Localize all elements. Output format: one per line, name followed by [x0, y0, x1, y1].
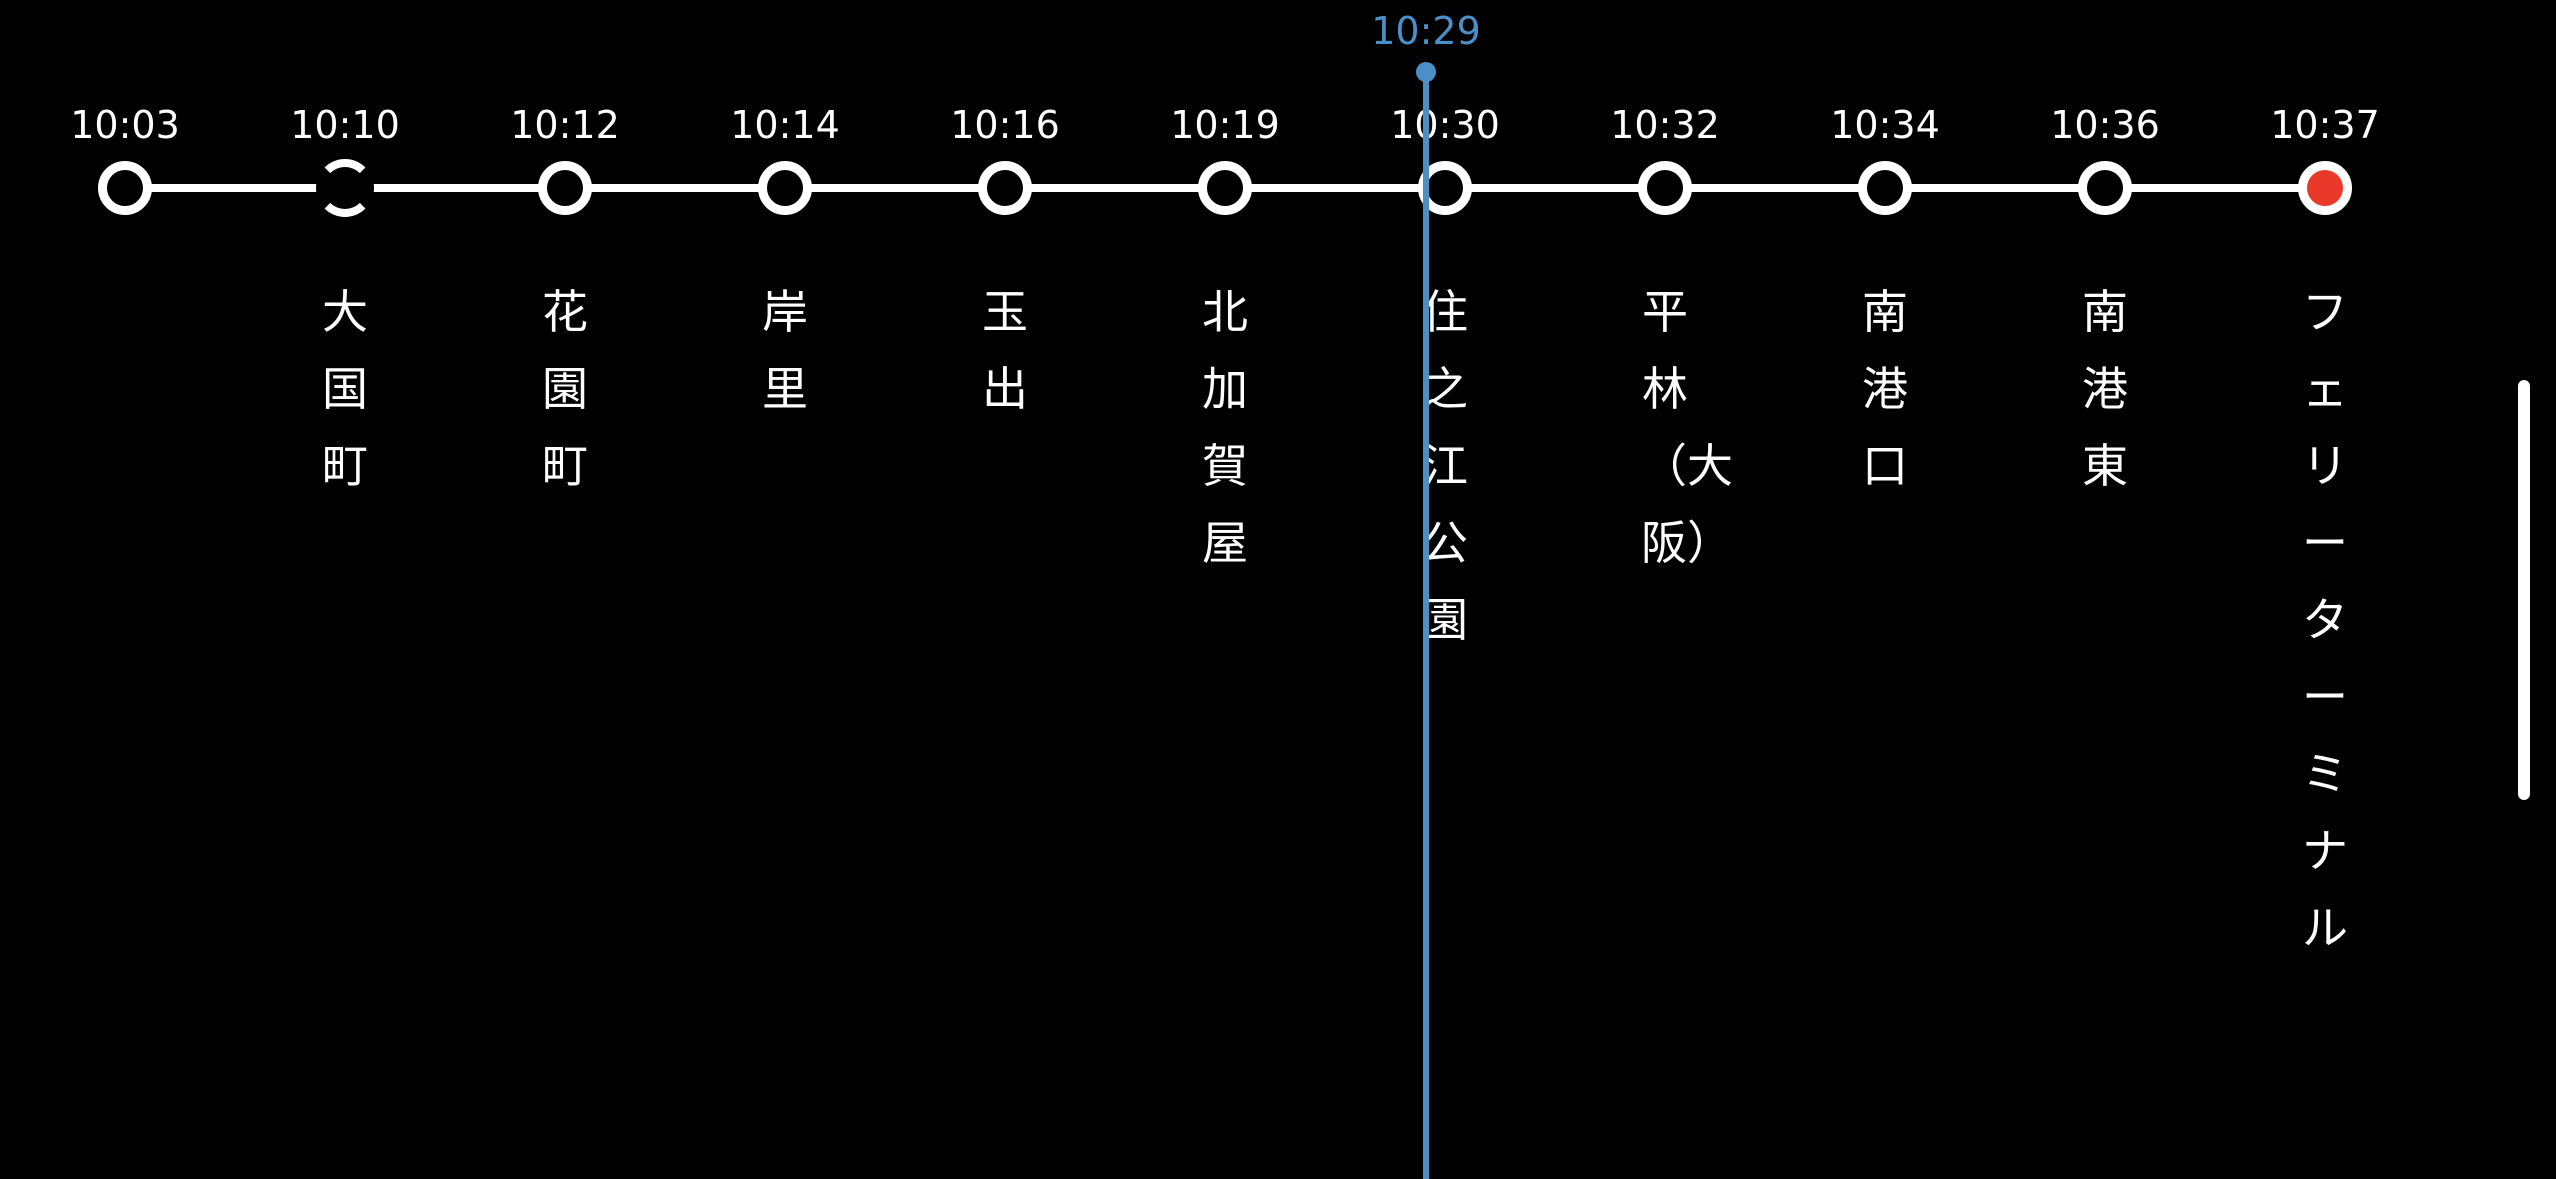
station-name: 南港東 [2082, 285, 2128, 493]
station-time: 10:12 [510, 103, 620, 147]
station-stop[interactable]: 10:03 [65, 0, 185, 1179]
station-time: 10:37 [2270, 103, 2380, 147]
station-time: 10:19 [1170, 103, 1280, 147]
station-time: 10:16 [950, 103, 1060, 147]
stop-marker [538, 161, 592, 215]
stop-marker [1638, 161, 1692, 215]
station-name: 大国町 [322, 285, 368, 493]
station-time: 10:10 [290, 103, 400, 147]
station-stop[interactable]: 10:30 住之江公園 [1385, 0, 1505, 1179]
stop-marker [978, 161, 1032, 215]
station-name: 住之江公園 [1422, 285, 1468, 647]
station-stop[interactable]: 10:37 フェリーターミナル [2265, 0, 2385, 1179]
stop-marker [2078, 161, 2132, 215]
station-stop[interactable]: 10:10 大国町 [285, 0, 405, 1179]
station-stop[interactable]: 10:14 岸里 [725, 0, 845, 1179]
terminal-stop-marker [2298, 161, 2352, 215]
stop-marker [1858, 161, 1912, 215]
station-name: 北加賀屋 [1202, 285, 1248, 570]
station-time: 10:03 [70, 103, 180, 147]
station-time: 10:14 [730, 103, 840, 147]
station-stop[interactable]: 10:34 南港口 [1825, 0, 1945, 1179]
station-stop[interactable]: 10:16 玉出 [945, 0, 1065, 1179]
station-name: 南港口 [1862, 285, 1908, 493]
stop-marker [758, 161, 812, 215]
station-name: 岸里 [762, 285, 808, 416]
station-name: 花園町 [542, 285, 588, 493]
route-track[interactable]: 10:03 10:10 大国町 10:12 花園町 10:14 岸里 10:16 玉出 10:19… [70, 0, 2422, 1179]
station-name: フェリーターミナル [2302, 285, 2348, 955]
current-time-line [1423, 70, 1429, 1179]
station-stop[interactable]: 10:36 南港東 [2045, 0, 2165, 1179]
station-time: 10:34 [1830, 103, 1940, 147]
stop-marker [1198, 161, 1252, 215]
station-name: 平林（大阪） [1641, 285, 1733, 570]
station-time: 10:32 [1610, 103, 1720, 147]
station-time: 10:36 [2050, 103, 2160, 147]
station-time: 10:30 [1390, 103, 1500, 147]
current-time-label: 10:29 [1371, 9, 1481, 53]
stop-marker [316, 159, 374, 217]
station-name: 玉出 [982, 285, 1028, 416]
station-stop[interactable]: 10:19 北加賀屋 [1165, 0, 1285, 1179]
stop-marker [98, 161, 152, 215]
station-stop[interactable]: 10:32 平林（大阪） [1605, 0, 1733, 1179]
station-stop[interactable]: 10:12 花園町 [505, 0, 625, 1179]
vertical-scrollbar[interactable] [2518, 380, 2530, 800]
